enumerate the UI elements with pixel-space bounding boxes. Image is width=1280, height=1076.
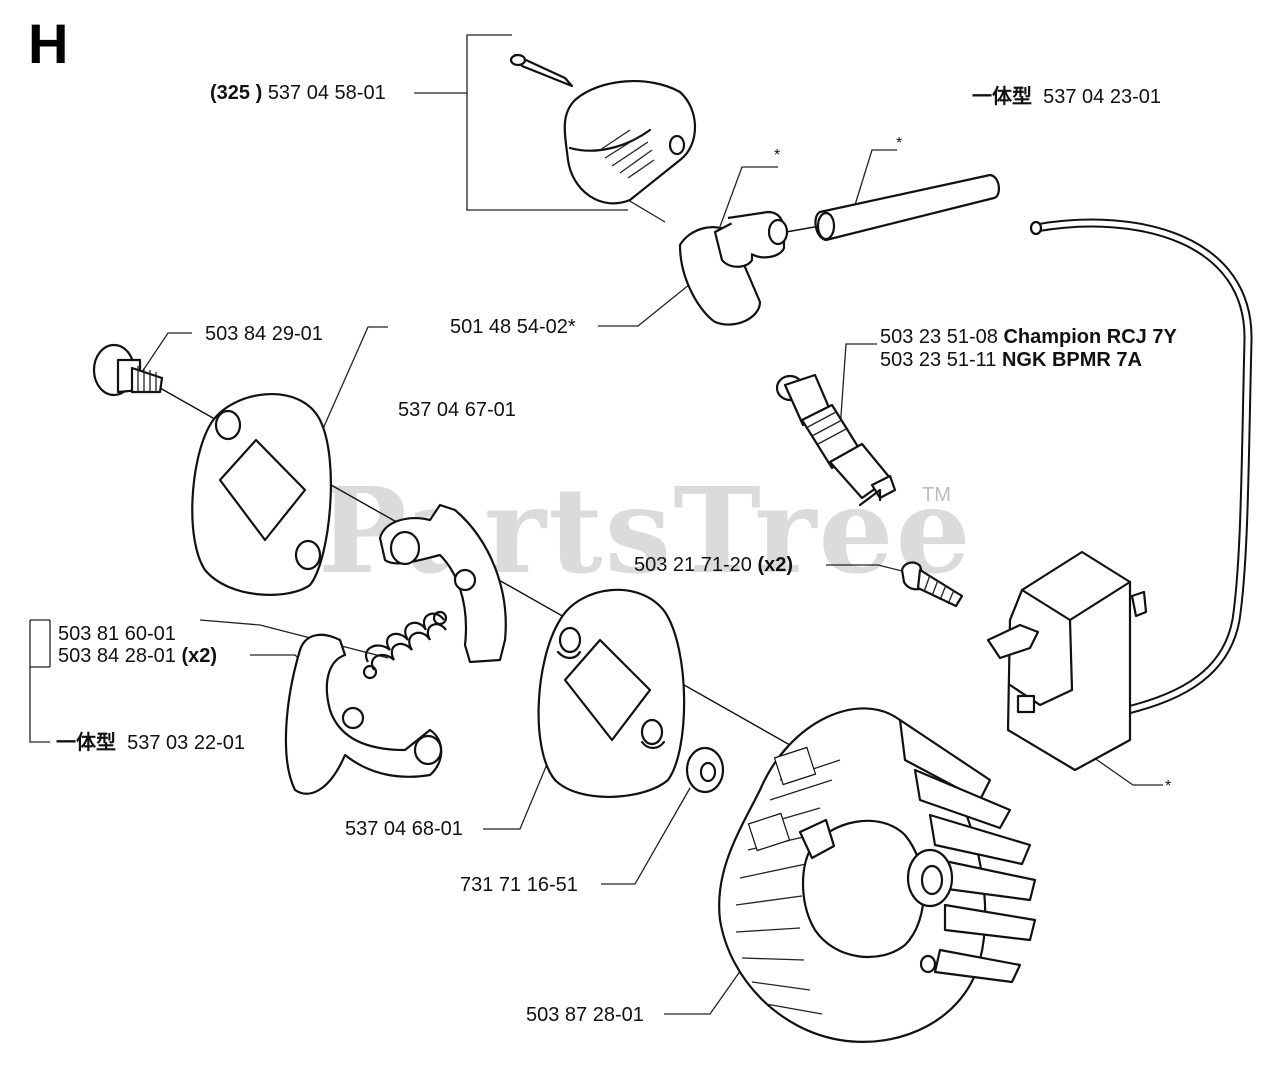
- label-clutch-shoe-qty: (x2): [181, 645, 218, 667]
- label-spring[interactable]: 503 81 60-01: [58, 623, 176, 645]
- label-flywheel[interactable]: 503 87 28-01: [526, 1004, 644, 1026]
- label-clutch-shoe[interactable]: 503 84 28-01 (x2): [58, 645, 217, 667]
- label-shoulder-screw[interactable]: 503 84 29-01: [205, 323, 323, 345]
- leader-clutch-plate-inner: [483, 744, 556, 830]
- label-module-screw[interactable]: 503 21 71-20 (x2): [634, 554, 793, 576]
- module-screw-part: [900, 561, 964, 608]
- clutch-plate-inner-part: [537, 588, 686, 798]
- label-ignition-kit[interactable]: 一体型 537 04 23-01: [972, 86, 1161, 108]
- label-clutch-plate-inner[interactable]: 537 04 68-01: [345, 818, 463, 840]
- section-letter: H: [28, 12, 69, 75]
- leader-boot-cover-bracket: [466, 93, 628, 211]
- leader-washer: [601, 787, 691, 885]
- label-boot-asterisk: *: [774, 147, 781, 164]
- label-module-asterisk: *: [1165, 778, 1172, 795]
- label-clutch-assembly-qualifier: 一体型: [56, 732, 116, 754]
- watermark-trademark: TM: [922, 484, 951, 506]
- leader-clutch-plate-outer: [317, 326, 388, 441]
- leader-boot-cover: [414, 34, 512, 94]
- spark-plug-boot-part: [678, 210, 789, 326]
- label-spark-plug-champion[interactable]: 503 23 51-08 Champion RCJ 7Y: [880, 326, 1177, 348]
- label-clutch-assembly-number: 537 03 22-01: [127, 732, 246, 754]
- ignition-module-part: [986, 550, 1148, 772]
- label-boot-cover-number: 537 04 58-01: [267, 82, 386, 104]
- label-boot-cover-ref: (325 ): [210, 82, 263, 104]
- shoulder-screw-part: [92, 343, 164, 397]
- clutch-plate-outer-part: [191, 393, 332, 596]
- label-module-screw-number: 503 21 71-20: [634, 554, 752, 576]
- label-spark-plug-ngk[interactable]: 503 23 51-11 NGK BPMR 7A: [880, 349, 1142, 371]
- clutch-shoe-upper-part: [378, 503, 507, 664]
- label-clutch-shoe-number: 503 84 28-01: [58, 645, 176, 667]
- leader-flywheel: [664, 959, 749, 1015]
- label-clutch-assembly[interactable]: 一体型 537 03 22-01: [56, 732, 245, 754]
- label-spark-plug-ngk-number: 503 23 51-11: [880, 349, 997, 371]
- cable-tube-part: [785, 173, 1000, 242]
- label-spark-plug-champion-number: 503 23 51-08: [880, 326, 998, 348]
- leader-shoulder-screw: [133, 332, 192, 385]
- leader-plug-boot: [598, 275, 701, 327]
- washer-part: [685, 746, 725, 794]
- label-washer[interactable]: 731 71 16-51: [460, 874, 578, 896]
- label-spark-plug-champion-brand: Champion RCJ 7Y: [1003, 326, 1177, 348]
- label-boot-cover[interactable]: (325 ) 537 04 58-01: [210, 82, 386, 104]
- leader-cable-star: [854, 149, 897, 206]
- label-clutch-plate-outer[interactable]: 537 04 67-01: [398, 399, 516, 421]
- leader-spring: [199, 619, 389, 659]
- clutch-shoe-lower-part: [284, 633, 443, 795]
- label-ignition-kit-qualifier: 一体型: [972, 86, 1032, 108]
- label-module-screw-qty: (x2): [757, 554, 794, 576]
- leader-module-star: [1089, 754, 1163, 786]
- label-cable-asterisk: *: [896, 135, 903, 152]
- flywheel-part: [718, 707, 1037, 1043]
- leader-spark-plug: [839, 343, 877, 431]
- label-spark-plug-ngk-brand: NGK BPMR 7A: [1001, 349, 1142, 371]
- spring-part: [362, 610, 448, 680]
- label-ignition-kit-number: 537 04 23-01: [1043, 86, 1162, 108]
- leader-boot-star: [717, 166, 778, 233]
- spark-plug-part: [775, 373, 897, 507]
- label-spark-plug-boot[interactable]: 501 48 54-02*: [450, 316, 576, 338]
- boot-cover-part: [509, 53, 697, 205]
- leader-clutch-assembly: [29, 620, 50, 743]
